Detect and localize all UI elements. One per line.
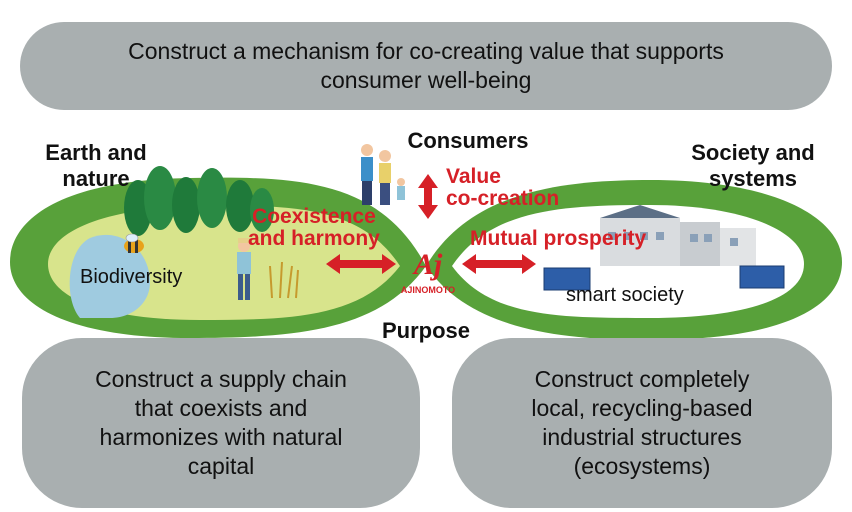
svg-text:Aj: Aj (412, 248, 443, 281)
consumers-label: Consumers (407, 128, 529, 153)
coexistence-harmony-label: Coexistence and harmony (248, 205, 380, 250)
right-goal-text: Construct completely local, recycling-ba… (531, 366, 753, 479)
solar-panels (543, 265, 785, 291)
mutual-prosperity-label: Mutual prosperity (470, 227, 647, 250)
value-co-creation-label: Value co-creation (446, 165, 560, 210)
forest-trees (124, 166, 274, 236)
biodiversity-label: Biodiversity (80, 266, 183, 288)
ajinomoto-logo: Aj AJINOMOTO (401, 248, 455, 295)
bee-illustration (124, 233, 144, 253)
pond (69, 234, 150, 318)
farmer-illustration (237, 238, 251, 300)
buildings-illustration (600, 205, 756, 266)
purpose-label: Purpose (381, 318, 471, 343)
family-illustration (361, 144, 405, 205)
svg-text:AJINOMOTO: AJINOMOTO (401, 285, 455, 295)
top-goal-box: Construct a mechanism for co-creating va… (20, 22, 832, 110)
society-systems-label: Society and systems (691, 140, 815, 191)
left-goal-text: Construct a supply chain that coexists a… (95, 366, 347, 479)
left-goal-box: Construct a supply chain that coexists a… (22, 338, 420, 508)
top-goal-text: Construct a mechanism for co-creating va… (128, 38, 724, 93)
smart-society-label: smart society (566, 284, 684, 306)
right-goal-box: Construct completely local, recycling-ba… (452, 338, 832, 508)
red-arrows (326, 174, 536, 274)
earth-nature-label: Earth and nature (45, 140, 147, 191)
wheat-illustration (269, 261, 299, 299)
